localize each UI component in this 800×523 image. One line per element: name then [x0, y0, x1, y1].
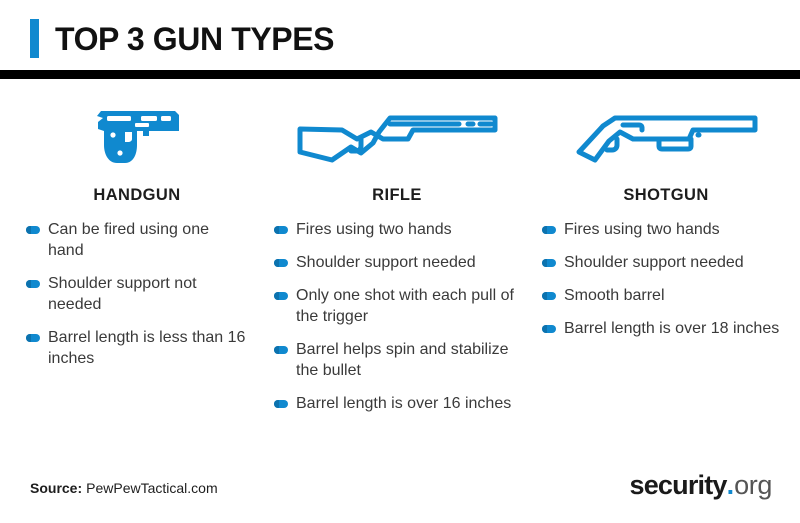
title-accent-bar	[30, 19, 39, 58]
shotgun-icon-box	[542, 96, 790, 176]
column-shotgun: SHOTGUN Fires using two hands Shoulder s…	[530, 96, 800, 414]
handgun-icon	[97, 111, 179, 163]
list-item: Shoulder support needed	[542, 252, 790, 273]
list-item: Fires using two hands	[274, 219, 520, 240]
handgun-icon-box	[26, 96, 248, 176]
bullet-text: Shoulder support not needed	[48, 275, 197, 313]
bullet-text: Only one shot with each pull of the trig…	[296, 287, 514, 325]
bullet-marker-icon	[26, 226, 40, 234]
heading-shotgun: SHOTGUN	[623, 186, 709, 204]
list-item: Fires using two hands	[542, 219, 790, 240]
bullet-text: Fires using two hands	[296, 221, 452, 238]
gun-type-columns: HANDGUN Can be fired using one hand Shou…	[0, 96, 800, 414]
page-header: TOP 3 GUN TYPES	[0, 0, 800, 70]
bullet-text: Shoulder support needed	[564, 254, 744, 271]
header-divider-rule	[0, 70, 800, 79]
list-item: Barrel length is over 18 inches	[542, 318, 790, 339]
bullet-text: Barrel helps spin and stabilize the bull…	[296, 341, 509, 379]
bullet-text: Barrel length is over 16 inches	[296, 395, 512, 412]
list-item: Barrel length is less than 16 inches	[26, 327, 248, 369]
rifle-icon-box	[274, 96, 520, 176]
logo-wordmark: security	[629, 470, 727, 500]
bullet-marker-icon	[274, 346, 288, 354]
bullet-text: Barrel length is over 18 inches	[564, 320, 780, 337]
source-value: PewPewTactical.com	[86, 480, 218, 496]
list-item: Barrel helps spin and stabilize the bull…	[274, 339, 520, 381]
list-item: Can be fired using one hand	[26, 219, 248, 261]
heading-rifle: RIFLE	[372, 186, 422, 204]
bullet-text: Barrel length is less than 16 inches	[48, 329, 246, 367]
list-item: Barrel length is over 16 inches	[274, 393, 520, 414]
bullet-marker-icon	[274, 292, 288, 300]
title-row: TOP 3 GUN TYPES	[30, 19, 335, 58]
page-footer: Source:PewPewTactical.com security.org	[0, 463, 800, 523]
bullet-list-rifle: Fires using two hands Shoulder support n…	[274, 219, 520, 414]
list-item: Shoulder support needed	[274, 252, 520, 273]
column-rifle: RIFLE Fires using two hands Shoulder sup…	[262, 96, 530, 414]
heading-handgun: HANDGUN	[93, 186, 181, 204]
bullet-text: Shoulder support needed	[296, 254, 476, 271]
bullet-marker-icon	[26, 280, 40, 288]
bullet-list-shotgun: Fires using two hands Shoulder support n…	[542, 219, 790, 339]
list-item: Only one shot with each pull of the trig…	[274, 285, 520, 327]
shotgun-icon	[576, 115, 758, 163]
bullet-marker-icon	[542, 325, 556, 333]
logo-tld: org	[734, 470, 772, 500]
bullet-marker-icon	[274, 259, 288, 267]
list-item: Shoulder support not needed	[26, 273, 248, 315]
bullet-marker-icon	[542, 292, 556, 300]
column-handgun: HANDGUN Can be fired using one hand Shou…	[0, 96, 262, 414]
bullet-marker-icon	[542, 226, 556, 234]
rifle-icon	[297, 115, 498, 163]
list-item: Smooth barrel	[542, 285, 790, 306]
bullet-marker-icon	[26, 334, 40, 342]
bullet-marker-icon	[542, 259, 556, 267]
logo-dot-icon: .	[726, 470, 735, 500]
bullet-text: Fires using two hands	[564, 221, 720, 238]
source-label: Source:	[30, 480, 83, 496]
bullet-list-handgun: Can be fired using one hand Shoulder sup…	[26, 219, 248, 369]
bullet-text: Can be fired using one hand	[48, 221, 209, 259]
security-org-logo: security.org	[629, 472, 772, 499]
bullet-marker-icon	[274, 400, 288, 408]
bullet-marker-icon	[274, 226, 288, 234]
page-title: TOP 3 GUN TYPES	[55, 20, 335, 57]
source-attribution: Source:PewPewTactical.com	[30, 480, 218, 496]
bullet-text: Smooth barrel	[564, 287, 665, 304]
